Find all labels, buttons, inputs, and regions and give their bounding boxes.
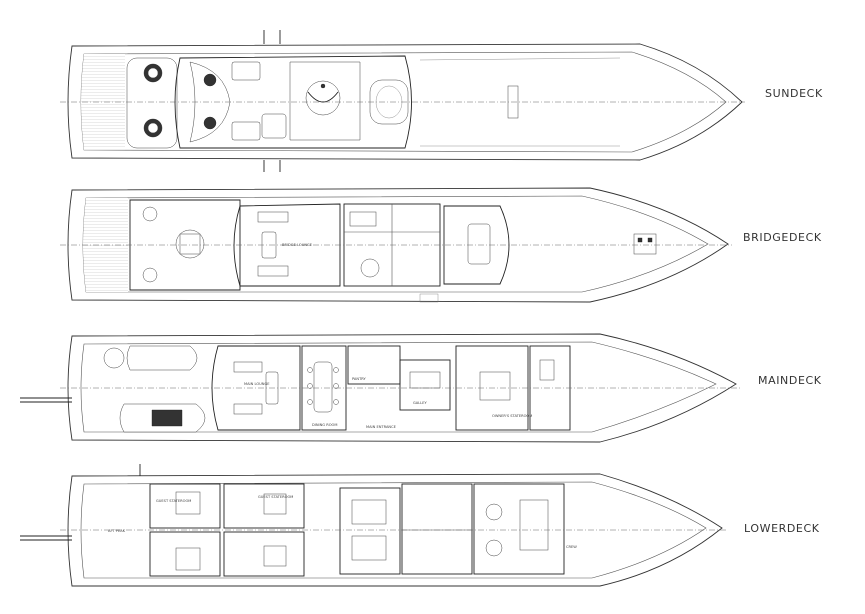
lowerdeck-plan: AFT PEAK GUEST STATEROOM GUEST STATEROOM…: [20, 464, 726, 587]
room-label-dining-room: DINING ROOM: [312, 423, 337, 427]
deck-label-lowerdeck: LOWERDECK: [744, 522, 820, 535]
room-label-aft-peak: AFT PEAK: [108, 529, 126, 533]
room-label-owners-stateroom: OWNER'S STATEROOM: [492, 414, 532, 418]
room-label-guest-stateroom-1: GUEST STATEROOM: [156, 499, 191, 503]
maindeck-plan: MAIN LOUNGE DINING ROOM PANTRY GALLEY MA…: [20, 333, 740, 443]
deck-label-maindeck: MAINDECK: [758, 374, 822, 387]
room-label-pantry: PANTRY: [352, 377, 367, 381]
deck-label-bridgedeck: BRIDGEDECK: [743, 231, 822, 244]
room-label-main-lounge: MAIN LOUNGE: [244, 382, 270, 386]
deck-label-sundeck: SUNDECK: [765, 87, 823, 100]
room-label-main-entrance: MAIN ENTRANCE: [366, 425, 397, 429]
room-label-bridge-lounge: BRIDGE LOUNGE: [282, 243, 313, 247]
sundeck-plan: [60, 30, 745, 172]
room-label-galley: GALLEY: [413, 401, 428, 405]
room-label-crew: CREW: [566, 545, 577, 549]
room-label-guest-stateroom-2: GUEST STATEROOM: [258, 495, 293, 499]
bridgedeck-plan: BRIDGE LOUNGE: [60, 187, 732, 303]
